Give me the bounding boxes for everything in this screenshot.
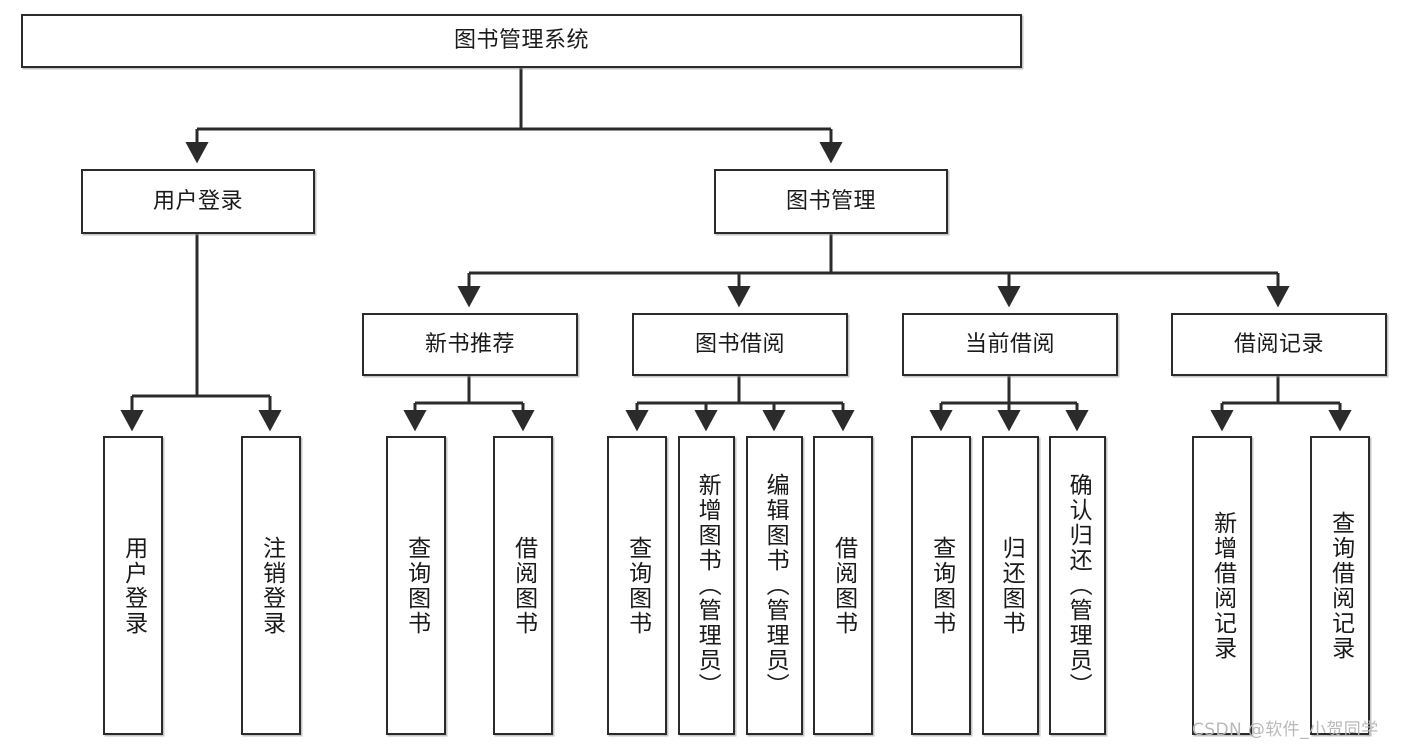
node-root-system[interactable]: 图书管理系统 (21, 14, 1022, 68)
node-label: 编辑图书（管理员） (762, 473, 789, 698)
node-label: 确认归还（管理员） (1065, 473, 1092, 698)
leaf-current-confirm-return-admin[interactable]: 确认归还（管理员） (1049, 436, 1106, 735)
node-label: 新增借阅记录 (1209, 510, 1236, 661)
leaf-record-query-record[interactable]: 查询借阅记录 (1310, 436, 1370, 735)
leaf-borrow-edit-book-admin[interactable]: 编辑图书（管理员） (746, 436, 803, 735)
node-label: 当前借阅 (964, 331, 1055, 357)
node-label: 图书管理系统 (453, 28, 589, 54)
leaf-borrow-borrow-book[interactable]: 借阅图书 (813, 436, 873, 735)
node-label: 用户登录 (152, 188, 243, 214)
node-label: 归还图书 (998, 535, 1025, 636)
node-label: 注销登录 (258, 535, 285, 636)
leaf-borrow-add-book-admin[interactable]: 新增图书（管理员） (678, 436, 735, 735)
node-label: 新增图书（管理员） (694, 473, 721, 698)
leaf-user-login[interactable]: 用户登录 (103, 436, 163, 735)
node-book-management[interactable]: 图书管理 (714, 169, 948, 234)
node-label: 查询图书 (928, 535, 955, 636)
node-label: 借阅图书 (830, 535, 857, 636)
watermark: CSDN @软件_小贺同学 (1192, 720, 1379, 740)
node-label: 查询图书 (624, 535, 651, 636)
node-label: 借阅图书 (510, 535, 537, 636)
leaf-recommend-query-book[interactable]: 查询图书 (386, 436, 446, 735)
node-label: 图书借阅 (694, 331, 785, 357)
leaf-current-query-book[interactable]: 查询图书 (911, 436, 971, 735)
leaf-user-logout[interactable]: 注销登录 (241, 436, 301, 735)
node-label: 查询图书 (403, 535, 430, 636)
node-label: 借阅记录 (1233, 331, 1324, 357)
node-label: 用户登录 (120, 535, 147, 636)
node-borrow-record[interactable]: 借阅记录 (1171, 313, 1387, 376)
leaf-current-return-book[interactable]: 归还图书 (982, 436, 1039, 735)
node-new-book-recommend[interactable]: 新书推荐 (362, 313, 578, 376)
node-book-borrow[interactable]: 图书借阅 (632, 313, 848, 376)
leaf-recommend-borrow-book[interactable]: 借阅图书 (493, 436, 553, 735)
node-label: 查询借阅记录 (1327, 510, 1354, 661)
leaf-borrow-query-book[interactable]: 查询图书 (607, 436, 667, 735)
leaf-record-add-record[interactable]: 新增借阅记录 (1192, 436, 1252, 735)
node-user-login[interactable]: 用户登录 (81, 169, 315, 234)
node-current-borrow[interactable]: 当前借阅 (902, 313, 1118, 376)
node-label: 图书管理 (785, 188, 876, 214)
node-label: 新书推荐 (424, 331, 515, 357)
